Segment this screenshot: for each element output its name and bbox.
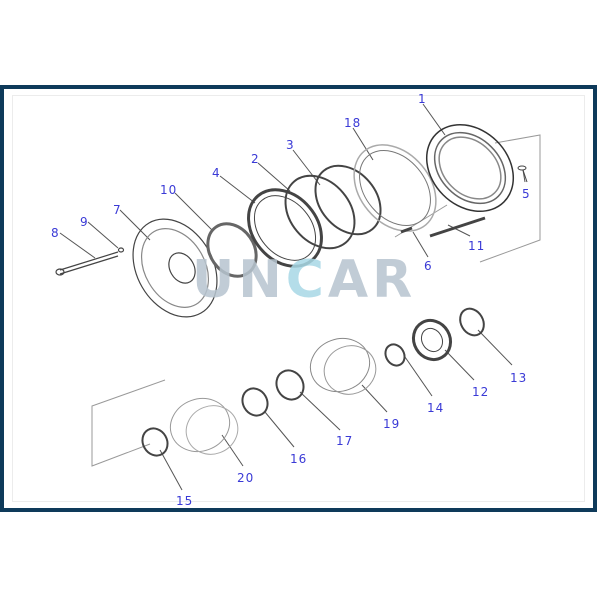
callout-label: 14 bbox=[427, 401, 445, 415]
callout-label: 12 bbox=[472, 385, 490, 399]
callout-label: 13 bbox=[510, 371, 528, 385]
callout-label: 10 bbox=[160, 183, 178, 197]
callout-label: 20 bbox=[237, 471, 255, 485]
inner-border bbox=[12, 95, 585, 502]
watermark-text-post: AR bbox=[327, 250, 417, 310]
callout-label: 4 bbox=[212, 166, 221, 180]
callout-label: 16 bbox=[290, 452, 308, 466]
callout-label: 9 bbox=[80, 215, 89, 229]
callout-label: 19 bbox=[383, 417, 401, 431]
callout-label: 8 bbox=[51, 226, 60, 240]
callout-label: 17 bbox=[336, 434, 354, 448]
diagram-frame bbox=[0, 85, 597, 512]
callout-label: 2 bbox=[251, 152, 260, 166]
callout-label: 6 bbox=[424, 259, 433, 273]
watermark-text-pre: UN bbox=[192, 250, 286, 310]
watermark-text-c: C bbox=[285, 250, 328, 310]
watermark: UNCAR bbox=[192, 250, 416, 310]
callout-label: 11 bbox=[468, 239, 486, 253]
callout-label: 3 bbox=[286, 138, 295, 152]
callout-label: 1 bbox=[418, 92, 427, 106]
callout-label: 5 bbox=[522, 187, 531, 201]
callout-label: 18 bbox=[344, 116, 362, 130]
callout-label: 7 bbox=[113, 203, 122, 217]
callout-label: 15 bbox=[176, 494, 194, 508]
